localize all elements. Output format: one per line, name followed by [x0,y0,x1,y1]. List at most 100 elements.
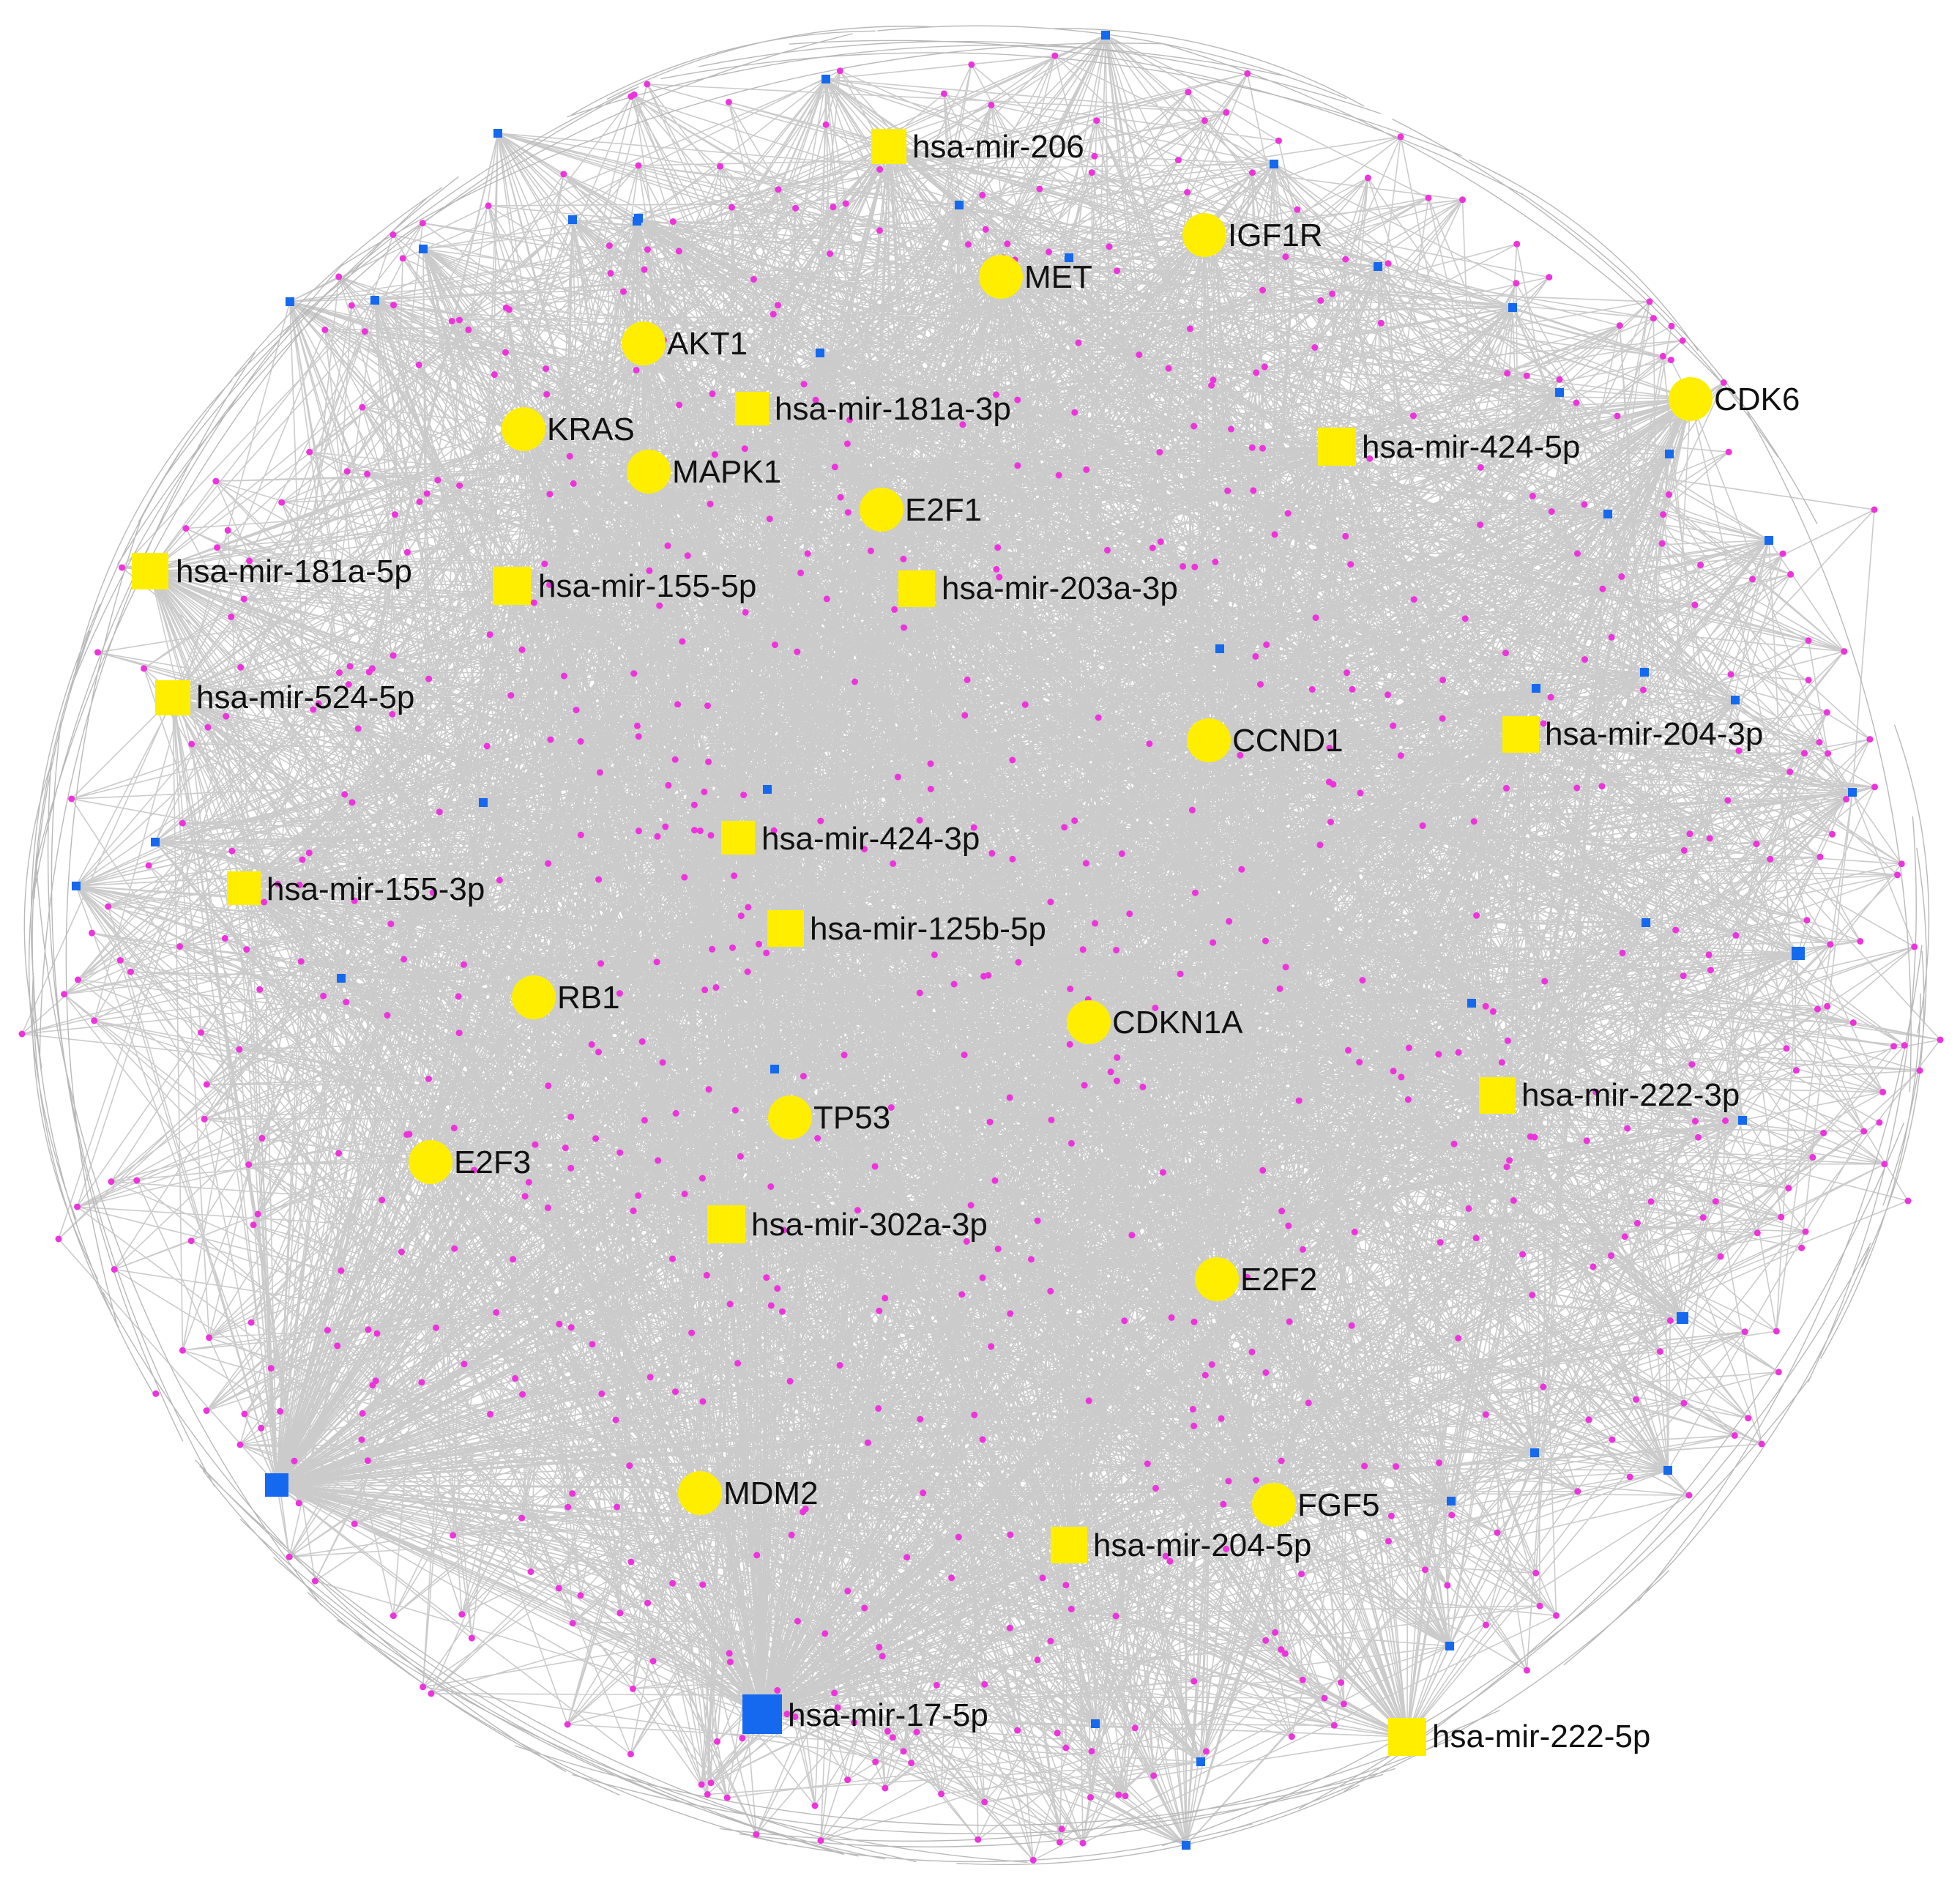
gene-node-akt1[interactable]: AKT1 [622,321,748,365]
gene-node-cdk6[interactable]: CDK6 [1669,377,1800,421]
minor-node [1330,1722,1338,1729]
gene-node-fgf5[interactable]: FGF5 [1252,1483,1379,1527]
minor-node [1114,267,1121,275]
mirna-node-17-5p[interactable]: hsa-mir-17-5p [742,1694,988,1734]
minor-node [669,1579,677,1587]
minor-node [1843,795,1849,803]
minor-node [1278,1207,1286,1215]
minor-node [620,288,627,295]
minor-node [256,986,264,993]
minor-node [741,445,748,453]
minor-node [544,1204,551,1211]
mirna-node-label: hsa-mir-424-5p [1362,429,1580,465]
mirna-node-155-5p[interactable]: hsa-mir-155-5p [493,567,756,605]
gene-node-e2f3[interactable]: E2F3 [409,1140,531,1184]
minor-node [1619,949,1626,956]
minor-node [770,827,778,834]
gene-node-label: TP53 [813,1100,890,1136]
minor-node [141,665,148,672]
minor-node [844,1776,852,1784]
mirna-node-222-3p[interactable]: hsa-mir-222-3p [1479,1077,1740,1114]
minor-node [1898,860,1905,868]
mirna-node-424-3p[interactable]: hsa-mir-424-3p [721,821,980,857]
minor-node [1616,322,1623,330]
minor-node [346,663,354,670]
minor-node [18,1030,26,1038]
mirna-node-204-3p[interactable]: hsa-mir-204-3p [1502,716,1763,753]
minor-node [767,1302,775,1309]
minor-node [567,1164,575,1172]
gene-node-met[interactable]: MET [979,255,1092,299]
mirna-node-181a-5p[interactable]: hsa-mir-181a-5p [132,553,412,589]
minor-node [688,1329,696,1336]
secondary-mirna-node [1738,1116,1747,1125]
minor-node [429,889,436,896]
secondary-mirna-node [1792,947,1805,960]
mirna-node-203a-3p[interactable]: hsa-mir-203a-3p [898,570,1178,607]
minor-node [1436,1459,1443,1467]
gene-node-e2f1[interactable]: E2F1 [860,488,982,532]
minor-node [1705,951,1713,959]
mirna-node-524-5p[interactable]: hsa-mir-524-5p [155,680,414,715]
secondary-mirna-node [1447,1497,1456,1505]
gene-node-kras[interactable]: KRAS [502,407,635,451]
minor-node [1749,576,1756,583]
mirna-node-204-5p[interactable]: hsa-mir-204-5p [1051,1527,1311,1563]
mirna-node-155-3p[interactable]: hsa-mir-155-3p [227,871,485,907]
gene-node-mapk1[interactable]: MAPK1 [627,450,781,494]
minor-node [425,1076,432,1082]
minor-node [1299,1676,1306,1683]
minor-node [532,1141,539,1148]
minor-node [359,403,366,411]
minor-node [434,477,441,484]
minor-node [729,204,735,211]
minor-node [1275,137,1282,144]
minor-node [830,204,837,211]
mirna-node-label: hsa-mir-424-3p [761,821,980,857]
minor-node [261,898,268,906]
mirna-node-222-5p[interactable]: hsa-mir-222-5p [1388,1718,1650,1756]
minor-node [127,968,134,975]
minor-node [1541,978,1549,985]
minor-node [616,1149,624,1156]
gene-node-igf1r[interactable]: IGF1R [1182,213,1323,257]
mirna-node-424-5p[interactable]: hsa-mir-424-5p [1318,428,1580,466]
minor-node [709,945,716,953]
gene-node-label: KRAS [547,412,635,447]
mirna-node-181a-3p[interactable]: hsa-mir-181a-3p [735,391,1011,427]
mirna-node-302a-3p[interactable]: hsa-mir-302a-3p [707,1205,988,1243]
mirna-node-206[interactable]: hsa-mir-206 [871,129,1084,165]
minor-node [1326,745,1333,751]
minor-node [994,1246,1002,1253]
gene-node-rb1[interactable]: RB1 [512,975,620,1019]
minor-node [351,897,358,904]
mirna-node-125b-5p[interactable]: hsa-mir-125b-5p [767,910,1046,947]
minor-node [887,1104,895,1111]
minor-node [379,1196,386,1204]
minor-node [247,1319,255,1326]
minor-node [566,453,573,460]
gene-node-label: E2F3 [454,1145,531,1180]
minor-node [237,663,245,671]
gene-node-mdm2[interactable]: MDM2 [678,1471,819,1515]
minor-node [1028,1256,1035,1263]
minor-node [560,171,567,178]
secondary-mirna-node [1467,999,1476,1008]
minor-node [577,831,584,838]
gene-node-ccnd1[interactable]: CCND1 [1187,718,1344,762]
minor-node [1448,1511,1456,1519]
gene-node-cdkn1a[interactable]: CDKN1A [1067,1000,1243,1044]
minor-node [616,990,623,997]
minor-node [1244,70,1251,77]
gene-node-e2f2[interactable]: E2F2 [1195,1257,1317,1301]
minor-node [707,1779,715,1787]
minor-node [1626,1473,1633,1481]
minor-node [1262,1369,1270,1376]
gene-node-label: MAPK1 [672,454,781,490]
minor-node [1259,444,1266,452]
minor-node [891,606,898,613]
minor-node [740,792,748,799]
minor-node [644,1599,652,1607]
gene-node-tp53[interactable]: TP53 [768,1095,890,1139]
mirna-node-label: hsa-mir-204-5p [1093,1527,1311,1563]
